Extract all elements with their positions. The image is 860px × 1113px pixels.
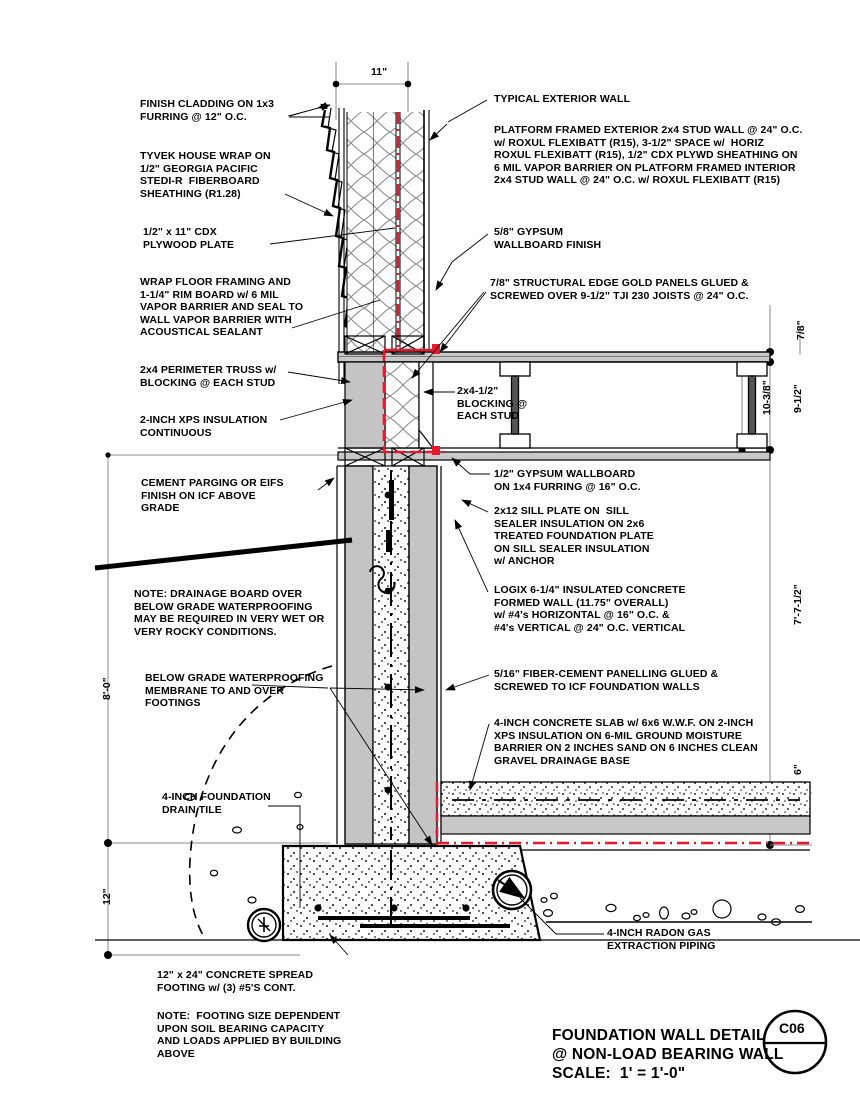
concrete-spread-footing [95, 844, 860, 942]
label-logix-icf-wall: LOGIX 6-1/4" INSULATED CONCRETE FORMED W… [494, 584, 686, 634]
label-blocking-each-stud: 2x4-1/2" BLOCKING @ EACH STUD [457, 385, 528, 423]
label-sill-plate: 2x12 SILL PLATE ON SILL SEALER INSULATIO… [494, 505, 654, 568]
dimension-dim-wall-clear: 7'-7-1/2" [792, 584, 804, 625]
label-platform-framed-wall: PLATFORM FRAMED EXTERIOR 2x4 STUD WALL @… [494, 124, 803, 187]
label-below-grade-waterproofing: BELOW GRADE WATERPROOFING MEMBRANE TO AN… [145, 672, 324, 710]
label-note-footing-size: NOTE: FOOTING SIZE DEPENDENT UPON SOIL B… [157, 1010, 342, 1060]
label-cdx-plywood-plate: 1/2" x 11" CDX PLYWOOD PLATE [143, 226, 235, 251]
upper-wall-assembly [320, 107, 430, 385]
label-gypsum-wallboard-finish: 5/8" GYPSUM WALLBOARD FINISH [494, 226, 602, 251]
detail-tag-symbol [762, 1009, 828, 1075]
label-fiber-cement-panelling: 5/16" FIBER-CEMENT PANELLING GLUED & SCR… [494, 668, 719, 693]
label-typical-exterior-wall: TYPICAL EXTERIOR WALL [494, 93, 631, 105]
label-xps-insulation: 2-INCH XPS INSULATION CONTINUOUS [140, 414, 268, 439]
label-gypsum-on-furring: 1/2" GYPSUM WALLBOARD ON 1x4 FURRING @ 1… [494, 468, 641, 493]
title-scale: SCALE: 1' = 1'-0" [552, 1065, 686, 1082]
dimension-dim-foundation-height: 8'-0" [101, 677, 113, 700]
label-cement-parging: CEMENT PARGING OR EIFS FINISH ON ICF ABO… [141, 477, 284, 515]
label-structural-edge-gold: 7/8" STRUCTURAL EDGE GOLD PANELS GLUED &… [490, 277, 749, 302]
dimension-dim-subfloor: 7/8" [795, 320, 807, 340]
label-concrete-slab: 4-INCH CONCRETE SLAB w/ 6x6 W.W.F. ON 2-… [494, 717, 758, 767]
leader-lines [251, 99, 604, 956]
detail-tag-label: C06 [779, 1020, 805, 1036]
floor-joist-system [337, 335, 771, 467]
dimension-dim-joist-blocking: 10-3/8" [761, 380, 773, 415]
label-tyvek-house-wrap: TYVEK HOUSE WRAP ON 1/2" GEORGIA PACIFIC… [140, 150, 271, 200]
label-perimeter-truss: 2x4 PERIMETER TRUSS w/ BLOCKING @ EACH S… [140, 364, 277, 389]
dimension-dim-footing-depth: 12" [101, 888, 113, 905]
dimension-dim-joist-depth: 9-1/2" [792, 384, 804, 413]
label-note-drainage-board: NOTE: DRAINAGE BOARD OVER BELOW GRADE WA… [134, 588, 325, 638]
dimension-dim-wall-width: 11" [371, 66, 388, 78]
title-line-2: @ NON-LOAD BEARING WALL [552, 1046, 784, 1063]
radon-extraction-piping [491, 869, 812, 926]
label-foundation-drain-tile: 4-INCH FOUNDATION DRAIN TILE [162, 791, 271, 816]
excavation-and-drainage [184, 665, 333, 943]
label-spread-footing: 12" x 24" CONCRETE SPREAD FOOTING w/ (3)… [157, 969, 314, 994]
label-wrap-floor-framing: WRAP FLOOR FRAMING AND 1-1/4" RIM BOARD … [140, 276, 304, 339]
label-finish-cladding: FINISH CLADDING ON 1x3 FURRING @ 12" O.C… [140, 98, 275, 123]
concrete-slab-assembly [435, 781, 812, 851]
icf-foundation-wall [94, 465, 442, 845]
label-radon-gas-piping: 4-INCH RADON GAS EXTRACTION PIPING [607, 927, 716, 952]
title-line-1: FOUNDATION WALL DETAIL [552, 1027, 766, 1044]
dimension-dim-slab-base: 6" [792, 764, 804, 775]
